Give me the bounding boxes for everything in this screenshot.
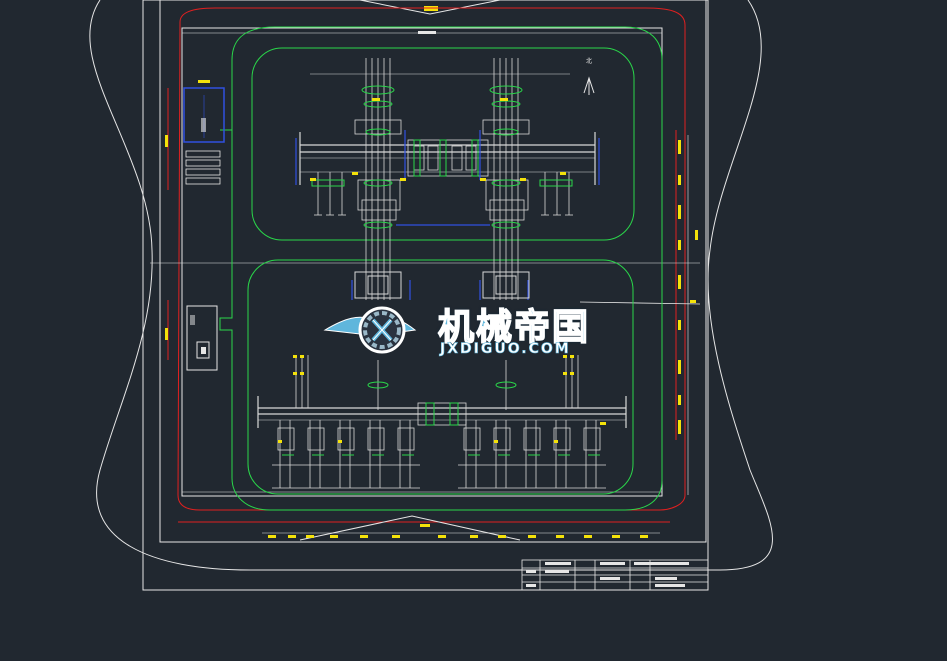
title-block-text-marks <box>526 562 689 587</box>
cabinet-4 <box>185 177 221 185</box>
site-boundary <box>177 7 686 511</box>
fence-dim-top-label <box>418 31 436 34</box>
control-room <box>183 87 225 143</box>
road-north-yard <box>251 47 635 241</box>
north-arrow: 北 <box>583 57 595 95</box>
fence-dim-right <box>579 301 701 305</box>
watermark-url: JXDIGUO.COM <box>440 341 571 358</box>
right-dimension-chain <box>678 140 698 434</box>
north-yard-yellow-tags <box>310 98 566 181</box>
south-yard-equipment <box>257 355 627 489</box>
north-label: 北 <box>586 57 592 65</box>
title-block <box>521 559 709 591</box>
top-dimension-lines <box>359 0 501 15</box>
bottom-arrow-lines <box>299 515 521 541</box>
control-room-dim <box>198 80 210 83</box>
sheet-border-outer <box>142 0 709 591</box>
watermark-title: 机械帝国 <box>437 306 591 349</box>
bottom-dimension-chain <box>268 524 648 538</box>
main-transformers <box>354 271 530 299</box>
road-outer <box>219 26 663 511</box>
left-dim-tag-1 <box>165 135 168 147</box>
auxiliary-tag <box>190 315 195 325</box>
left-dim-tag-2 <box>165 328 168 340</box>
cabinet-1 <box>185 150 221 158</box>
north-yard-equipment <box>299 58 596 300</box>
auxiliary-box <box>196 341 210 359</box>
sheet-frame <box>159 0 707 543</box>
cabinet-3 <box>185 168 221 176</box>
road-south-yard <box>247 259 634 495</box>
south-yard-yellow-tags <box>278 355 606 443</box>
watermark-logo-emblem <box>323 306 417 354</box>
north-yard-blue-lines <box>295 130 600 300</box>
south-yard-green-marks <box>282 381 600 456</box>
inner-fence <box>181 27 663 497</box>
auxiliary-box-inner <box>201 347 206 354</box>
site-outline-curve <box>89 0 773 571</box>
cabinet-2 <box>185 159 221 167</box>
control-room-label <box>201 118 206 132</box>
north-yard-green-marks <box>311 85 573 229</box>
auxiliary-building <box>186 305 218 371</box>
